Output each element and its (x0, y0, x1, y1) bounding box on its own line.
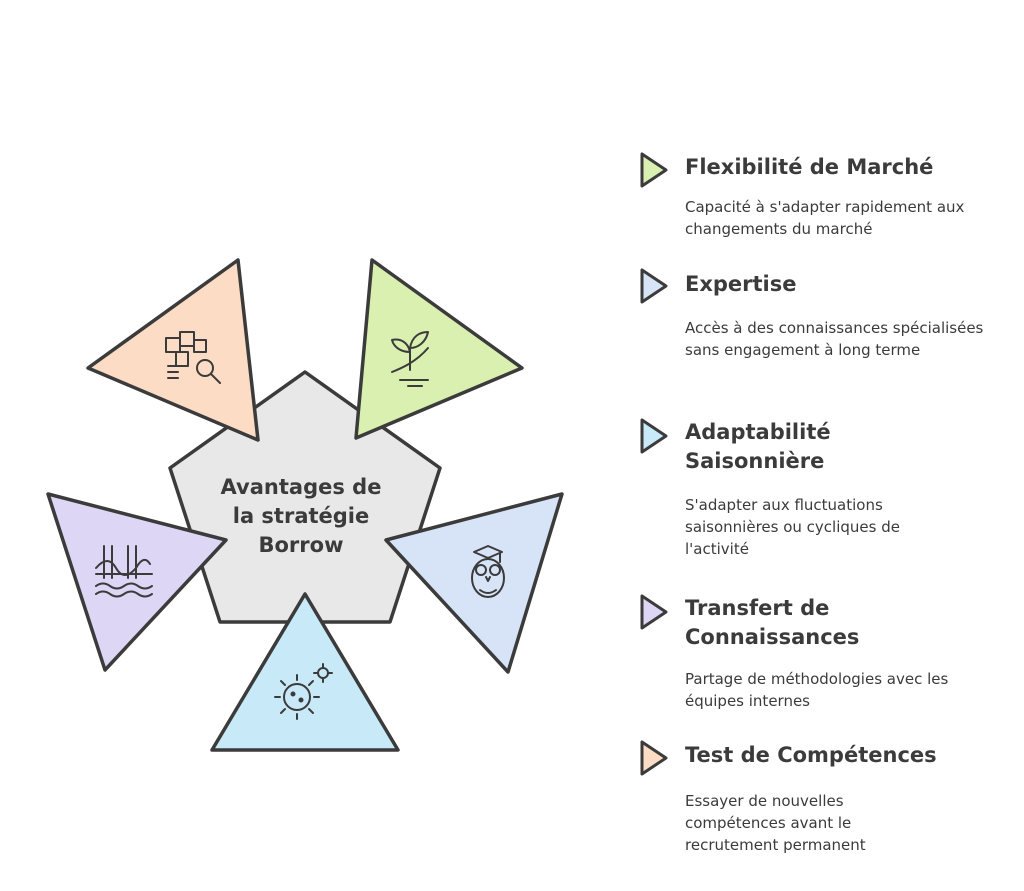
segment-adaptabilite-saisonniere (210, 592, 400, 752)
segment-flexibilite-marche (354, 258, 524, 440)
owl-graduate-icon (471, 545, 505, 598)
center-label: Avantages de la stratégie Borrow (221, 475, 382, 557)
legend-title: Transfert de Connaissances (685, 596, 860, 649)
bridge-water-icon (95, 545, 153, 598)
legend-title: Expertise (685, 272, 797, 296)
center-label-line-2: la stratégie (233, 504, 370, 528)
triangle-adaptabilite-saisonniere (210, 592, 400, 752)
triangle-transfert-connaissances (46, 492, 228, 672)
legend-description: S'adapter aux fluctuations saisonnières … (685, 496, 900, 558)
triangle-test-competences (86, 258, 260, 442)
plant-growth-icon (391, 331, 429, 387)
legend-description: Essayer de nouvelles compétences avant l… (685, 792, 866, 854)
triangle-marker-icon (640, 268, 668, 304)
radial-diagram: Avantages de la stratégie Borrow (46, 258, 564, 752)
puzzle-magnifier-icon (165, 331, 221, 384)
legend-description: Accès à des connaissances spécialisées s… (685, 319, 984, 359)
legend-title: Test de Compétences (685, 743, 937, 767)
triangle-marker-icon (640, 740, 668, 776)
segment-test-competences (86, 258, 260, 442)
segment-transfert-connaissances (46, 492, 228, 672)
triangle-marker-icon (640, 152, 668, 188)
center-label-line-1: Avantages de (221, 475, 382, 499)
center-label-line-3: Borrow (259, 533, 344, 557)
triangle-marker-icon (640, 418, 668, 454)
legend-description: Partage de méthodologies avec les équipe… (685, 670, 949, 710)
triangle-expertise (384, 492, 564, 674)
triangle-flexibilite-marche (354, 258, 524, 440)
virus-cycle-icon (274, 663, 333, 720)
legend-title: Flexibilité de Marché (685, 155, 934, 179)
segment-expertise (384, 492, 564, 674)
legend-description: Capacité à s'adapter rapidement aux chan… (685, 198, 965, 238)
triangle-marker-icon (640, 594, 668, 630)
legend-title: Adaptabilité Saisonnière (685, 420, 831, 473)
